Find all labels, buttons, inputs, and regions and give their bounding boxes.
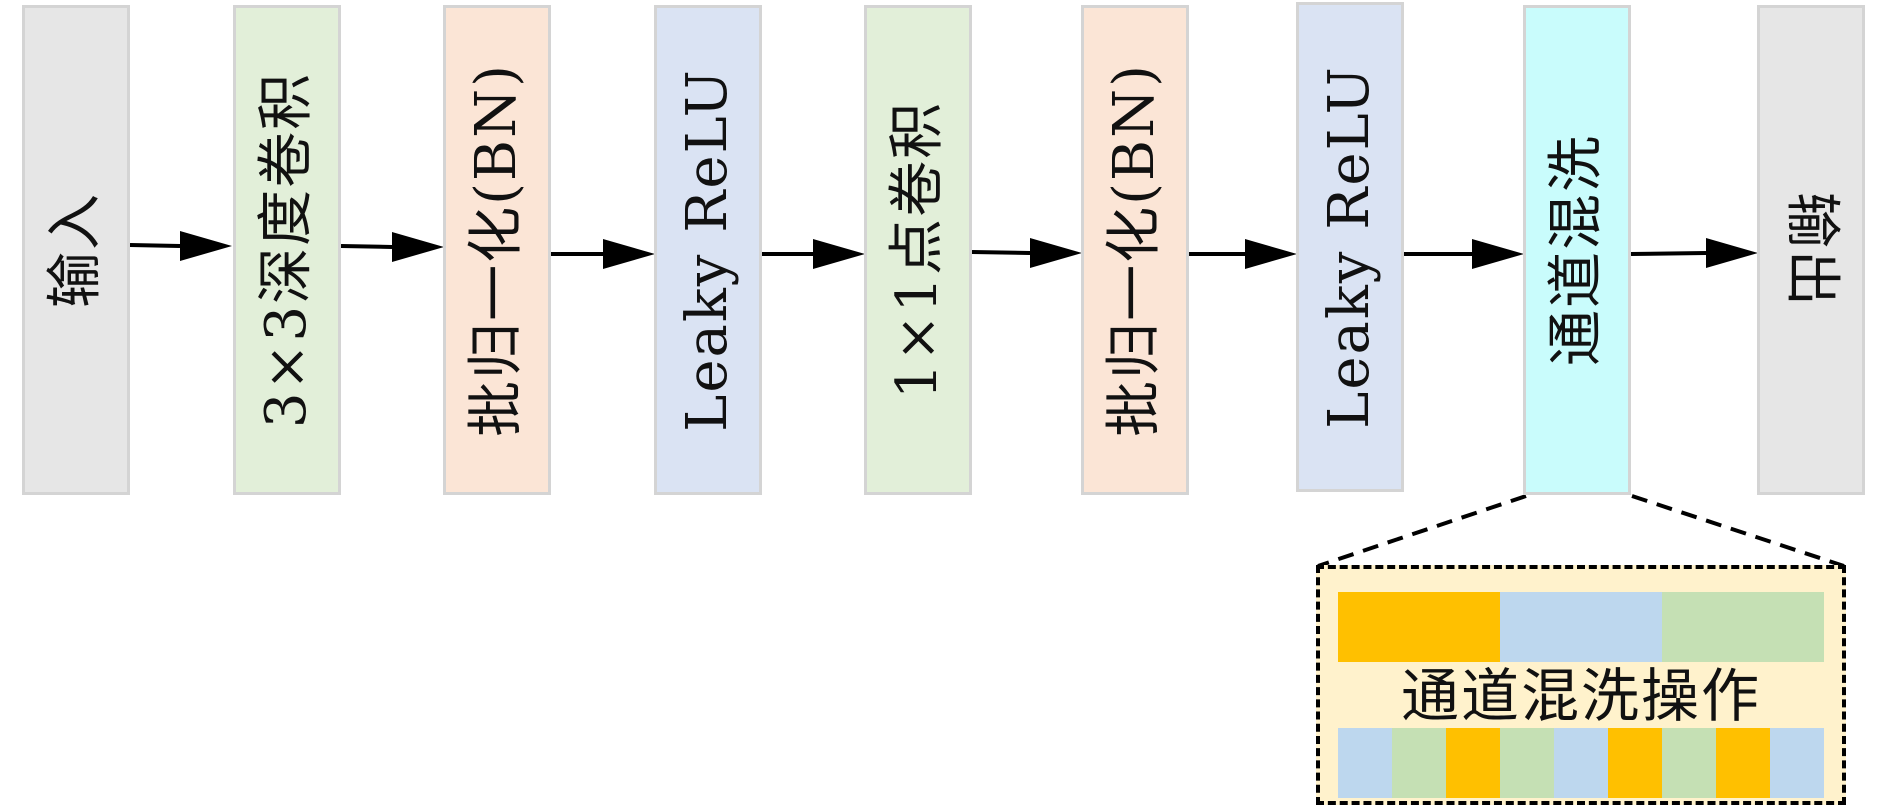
batch-norm-label-2: 批归一化(BN)	[1102, 63, 1167, 437]
input-block: 输入	[22, 5, 130, 495]
batch-norm-label-1: 批归一化(BN)	[464, 63, 529, 437]
channel-shuffle-label: 通道混洗	[1544, 134, 1609, 366]
input-label: 输入	[43, 192, 108, 308]
leaky-relu-block-1: Leaky ReLU	[654, 5, 762, 495]
depthwise-conv-block: 3×3深度卷积	[233, 5, 341, 495]
after-segment-3	[1446, 728, 1500, 798]
arrowhead-7	[1472, 239, 1524, 269]
arrowhead-5	[1030, 238, 1082, 268]
arrow-depthwise-to-bn1	[340, 244, 393, 249]
before-segment-2	[1500, 592, 1662, 662]
after-segment-8	[1716, 728, 1770, 798]
before-segment-1	[1338, 592, 1500, 662]
arrowhead-6	[1245, 239, 1297, 269]
after-segment-5	[1554, 728, 1608, 798]
pointwise-conv-label: 1×1点卷积	[885, 100, 950, 400]
arrow-input-to-depthwise	[129, 243, 181, 248]
leaky-relu-block-2: Leaky ReLU	[1296, 2, 1404, 492]
channel-shuffle-detail-title: 通道混洗操作	[1400, 662, 1761, 730]
arrow-shuffle-to-output	[1630, 251, 1707, 256]
after-segment-2	[1392, 728, 1446, 798]
zoom-line-right	[1631, 494, 1845, 568]
after-segment-6	[1608, 728, 1662, 798]
after-segment-9	[1770, 728, 1824, 798]
leaky-relu-label-2: Leaky ReLU	[1317, 65, 1382, 429]
batch-norm-block-2: 批归一化(BN)	[1081, 5, 1189, 495]
output-block: 输出	[1757, 5, 1865, 495]
after-segment-4	[1500, 728, 1554, 798]
arrowhead-4	[813, 239, 865, 269]
arrowhead-3	[603, 239, 655, 269]
arrow-pointwise-to-bn2	[971, 250, 1031, 255]
leaky-relu-label-1: Leaky ReLU	[675, 68, 740, 432]
channel-shuffle-block: 通道混洗	[1523, 5, 1631, 495]
channel-groups-after	[1338, 728, 1824, 798]
depthwise-conv-label: 3×3深度卷积	[254, 71, 319, 429]
batch-norm-block-1: 批归一化(BN)	[443, 5, 551, 495]
output-label: 输出	[1779, 192, 1844, 308]
after-segment-7	[1662, 728, 1716, 798]
channel-shuffle-detail: 通道混洗操作	[1316, 565, 1846, 805]
zoom-line-left	[1317, 494, 1527, 568]
after-segment-1	[1338, 728, 1392, 798]
before-segment-3	[1662, 592, 1824, 662]
arrowhead-1	[180, 231, 232, 261]
arrowhead-8	[1706, 238, 1758, 268]
arrowhead-2	[392, 232, 444, 262]
channel-groups-before	[1338, 592, 1824, 662]
pointwise-conv-block: 1×1点卷积	[864, 5, 972, 495]
